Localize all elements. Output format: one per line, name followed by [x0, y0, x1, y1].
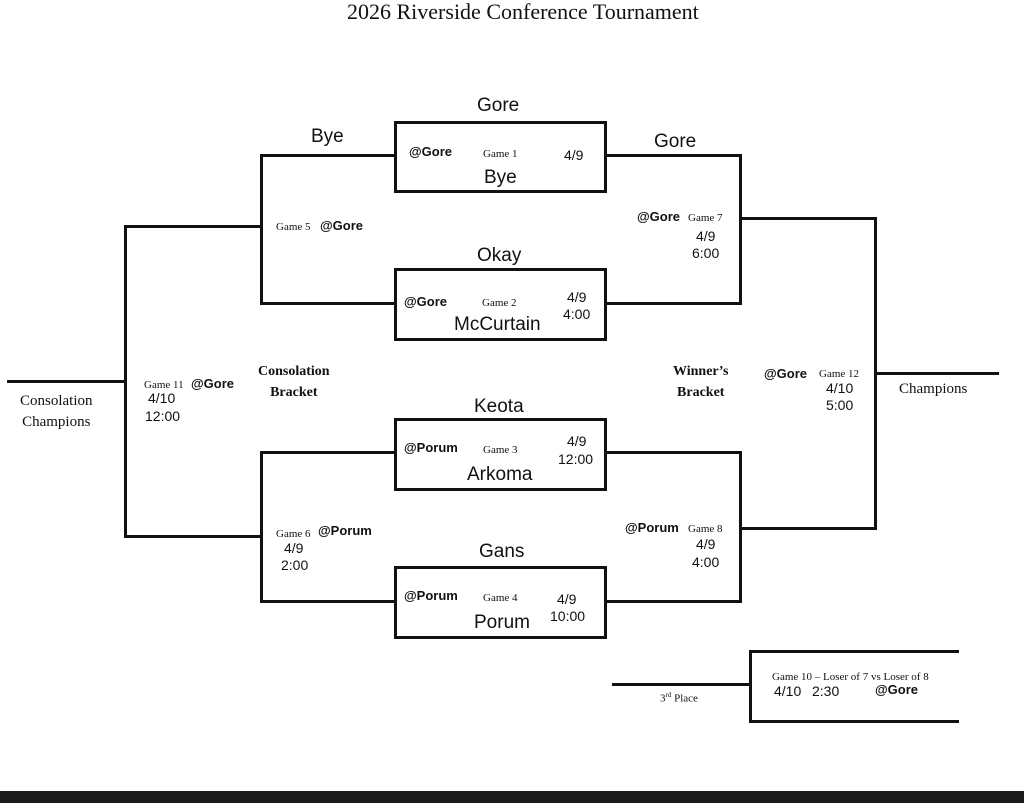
bracket-line	[606, 302, 742, 305]
bracket-line	[260, 154, 396, 157]
game-4-team-top: Gans	[479, 541, 525, 562]
game-12-date: 4/10	[826, 380, 854, 396]
bracket-line	[749, 650, 752, 723]
game-5-slot-top: Bye	[311, 126, 344, 147]
game-3-label: Game 3	[483, 444, 518, 456]
game-3-host: @Porum	[404, 440, 458, 455]
game-10-time: 2:30	[812, 683, 840, 699]
game-4-time: 10:00	[550, 608, 586, 624]
game-7-label: Game 7	[688, 212, 723, 224]
game-10-host: @Gore	[875, 682, 919, 697]
bracket-line	[739, 154, 742, 305]
game-12-host: @Gore	[764, 366, 808, 381]
third-place-suffix: Place	[671, 692, 698, 705]
game-2-time: 4:00	[563, 306, 591, 322]
game-10-label: Game 10 – Loser of 7 vs Loser of 8	[772, 671, 929, 683]
bracket-line	[606, 451, 742, 454]
bracket-line	[749, 650, 959, 653]
game-7-date: 4/9	[696, 228, 716, 244]
winners-bracket-label: Winner’s Bracket	[673, 364, 729, 400]
game-12-label: Game 12	[819, 368, 860, 380]
game-3-box	[394, 418, 607, 491]
champions-label: Champions	[899, 381, 968, 397]
third-place-line	[612, 683, 752, 686]
page-title: 2026 Riverside Conference Tournament	[347, 0, 699, 24]
bracket-line	[739, 217, 877, 220]
game-1-date: 4/9	[564, 147, 584, 163]
bracket-line	[124, 225, 263, 228]
game-2-team-top: Okay	[477, 245, 522, 266]
consolation-bracket-label: Consolation Bracket	[258, 364, 330, 400]
bracket-line	[749, 720, 959, 723]
bracket-line	[739, 527, 877, 530]
game-1-team-top: Gore	[477, 95, 520, 116]
bracket-line	[260, 600, 396, 603]
bracket-line	[260, 451, 263, 603]
game-1-label: Game 1	[483, 148, 518, 160]
game-6-label: Game 6	[276, 528, 311, 540]
game-2-team-bottom: McCurtain	[454, 314, 541, 335]
game-8-label: Game 8	[688, 523, 723, 535]
game-11-date: 4/10	[148, 390, 176, 406]
game-11-host: @Gore	[191, 376, 235, 391]
game-2-box	[394, 268, 607, 341]
game-4-host: @Porum	[404, 588, 458, 603]
game-4-team-bottom: Porum	[474, 612, 530, 633]
game-4-date: 4/9	[557, 591, 577, 607]
bracket-line	[260, 302, 396, 305]
game-8-host: @Porum	[625, 520, 679, 535]
game-8-time: 4:00	[692, 554, 720, 570]
champions-line	[874, 372, 999, 375]
bracket-line	[260, 154, 263, 305]
game-1-host: @Gore	[409, 144, 453, 159]
game-4-label: Game 4	[483, 592, 518, 604]
bracket-line	[606, 600, 742, 603]
bracket-line	[606, 154, 742, 157]
game-11-time: 12:00	[145, 408, 181, 424]
game-3-date: 4/9	[567, 433, 587, 449]
game-12-time: 5:00	[826, 397, 854, 413]
game-5-label: Game 5	[276, 221, 311, 233]
third-place-sup: rd	[665, 691, 672, 699]
game-1-box	[394, 121, 607, 193]
game-8-date: 4/9	[696, 536, 716, 552]
third-place-prefix: 3	[660, 692, 666, 705]
game-7-time: 6:00	[692, 245, 720, 261]
game-10-date: 4/10	[774, 683, 802, 699]
bracket-line	[260, 451, 396, 454]
third-place-label: 3rd Place	[660, 692, 698, 705]
game-6-host: @Porum	[318, 523, 372, 538]
bracket-line	[124, 535, 263, 538]
game-2-host: @Gore	[404, 294, 448, 309]
game-11-label: Game 11	[144, 379, 184, 391]
game-7-host: @Gore	[637, 209, 681, 224]
game-6-date: 4/9	[284, 540, 304, 556]
game-4-box	[394, 566, 607, 639]
game-5-host: @Gore	[320, 218, 364, 233]
game-2-label: Game 2	[482, 297, 517, 309]
game-1-team-bottom: Bye	[484, 167, 517, 188]
game-7-slot-top: Gore	[654, 131, 697, 152]
game-3-time: 12:00	[558, 451, 594, 467]
game-3-team-top: Keota	[474, 396, 524, 417]
game-6-time: 2:00	[281, 557, 309, 573]
game-3-team-bottom: Arkoma	[467, 464, 533, 485]
consolation-champions-label: Consolation Champions	[20, 393, 93, 430]
footer-bar	[0, 791, 1024, 803]
game-2-date: 4/9	[567, 289, 587, 305]
consolation-champions-line	[7, 380, 127, 383]
